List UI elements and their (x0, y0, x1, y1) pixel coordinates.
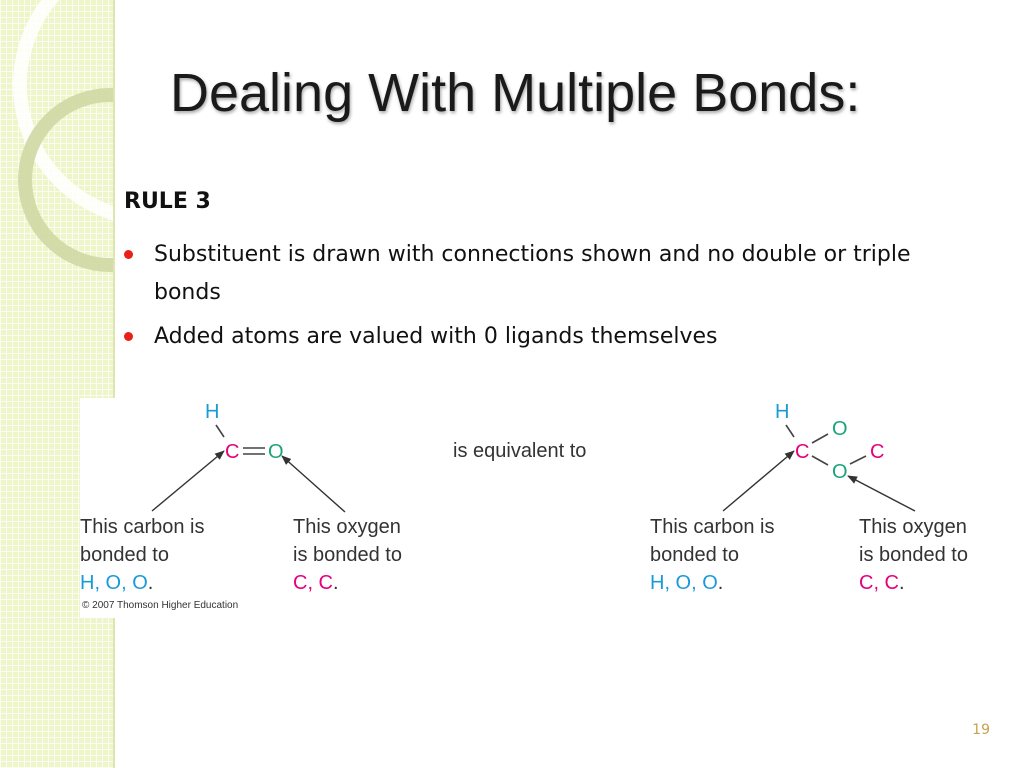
bullet-text: Added atoms are valued with 0 ligands th… (154, 324, 718, 349)
left-carbon-arrow (151, 450, 225, 512)
right-o-c-bond (849, 455, 867, 465)
left-oxygen-arrow (281, 455, 346, 513)
right-carbon-note-line2: bonded to (650, 544, 739, 566)
bullet-text: Substituent is drawn with connections sh… (154, 242, 911, 305)
right-outer-carbon-atom: C (870, 441, 884, 463)
left-carbon-note-line3: H, O, O. (80, 572, 153, 594)
right-oxygen-note-line3: C, C. (859, 572, 905, 594)
sidebar-large-circle (13, 0, 113, 221)
decorative-sidebar (0, 0, 113, 768)
right-top-oxygen-atom: O (832, 418, 848, 440)
right-bottom-oxygen-atom: O (832, 461, 848, 483)
copyright-notice: © 2007 Thomson Higher Education (82, 600, 238, 611)
left-oxygen-atom: O (268, 441, 284, 463)
right-oxygen-period: . (899, 572, 905, 594)
left-oxygen-values: C, C (293, 572, 333, 594)
left-carbon-atom: C (225, 441, 239, 463)
sidebar-small-circle (18, 88, 113, 272)
right-carbon-note-line3: H, O, O. (650, 572, 723, 594)
bullet-item: Substituent is drawn with connections sh… (124, 236, 984, 312)
right-oxygen-note-line2: is bonded to (859, 544, 968, 566)
right-c-o-top-bond (811, 433, 829, 444)
bullet-list: Substituent is drawn with connections sh… (124, 236, 984, 362)
bullet-dot-icon (124, 250, 133, 259)
right-c-o-bottom-bond (811, 455, 829, 466)
right-oxygen-arrow (847, 475, 916, 512)
left-oxygen-note-line1: This oxygen (293, 516, 401, 538)
left-carbon-note-line2: bonded to (80, 544, 169, 566)
decorative-circles (13, 0, 113, 272)
right-carbon-values: H, O, O (650, 572, 718, 594)
molecule-figure: H C O This carbon is bonded to H, O, O. … (80, 398, 1020, 618)
left-carbon-note-line1: This carbon is (80, 516, 205, 538)
left-carbon-values: H, O, O (80, 572, 148, 594)
figure-background (80, 398, 620, 618)
slide-title: Dealing With Multiple Bonds: (170, 63, 861, 123)
page-number: 19 (972, 722, 990, 738)
molecule-diagram: H C O This carbon is bonded to H, O, O. … (80, 401, 968, 611)
bullet-item: Added atoms are valued with 0 ligands th… (124, 318, 984, 356)
rule-label: RULE 3 (124, 189, 211, 214)
right-hydrogen-atom: H (775, 401, 789, 423)
right-carbon-note-line1: This carbon is (650, 516, 775, 538)
right-oxygen-values: C, C (859, 572, 899, 594)
sidebar-edge (113, 0, 115, 768)
equivalence-text: is equivalent to (453, 440, 586, 462)
right-carbon-atom: C (795, 441, 809, 463)
right-oxygen-note-line1: This oxygen (859, 516, 967, 538)
left-oxygen-note-line2: is bonded to (293, 544, 402, 566)
left-oxygen-note-line3: C, C. (293, 572, 339, 594)
left-oxygen-period: . (333, 572, 339, 594)
right-carbon-period: . (718, 572, 724, 594)
right-carbon-arrow (722, 450, 795, 512)
bullet-dot-icon (124, 332, 133, 341)
left-carbon-period: . (148, 572, 154, 594)
right-h-c-bond (785, 424, 795, 438)
left-h-c-bond (215, 424, 225, 438)
left-hydrogen-atom: H (205, 401, 219, 423)
